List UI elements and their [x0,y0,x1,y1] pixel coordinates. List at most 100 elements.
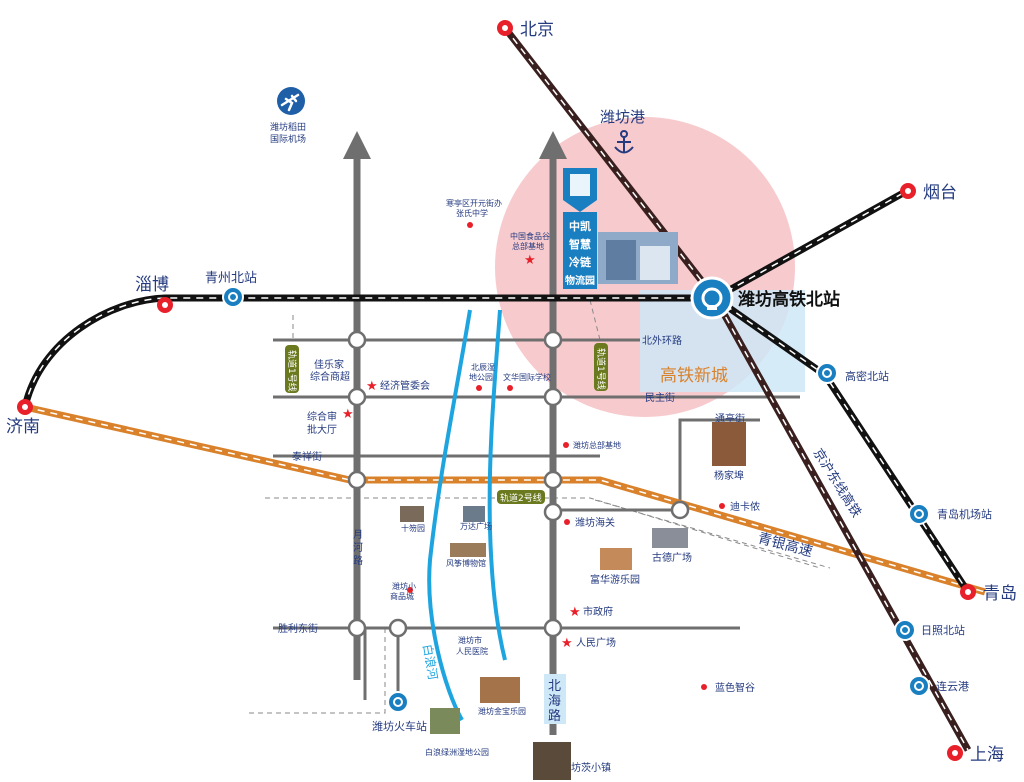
station-label-qingdao-airport: 青岛机场站 [937,507,992,521]
qingyin-expressway [24,403,986,596]
poi-small-commodity-2: 商品城 [390,591,414,601]
svg-text:★: ★ [561,636,573,651]
poi-customs: 潍坊海关 [575,516,615,529]
logistics-label-3: 冷链 [569,255,592,269]
city-dot-shanghai [947,745,963,761]
poi-dikanong: 迪卡侬 [730,500,760,513]
logistics-label-1: 中凯 [569,219,591,233]
landmark-stars: ★ ★ ★ ★ ★ [342,253,581,651]
poi-jialejia-1: 佳乐家 [314,358,344,371]
road-label-shengli: 胜利东街 [278,622,318,635]
road-label-yuehe-3: 路 [353,554,363,567]
poi-beichen-park-2: 地公园 [469,372,493,382]
poi-dots [407,222,725,690]
station-label-qingzhou-north: 青州北站 [205,271,257,286]
station-label-weifang-railway: 潍坊火车站 [372,719,427,733]
yantai-rail [713,188,907,302]
svg-text:★: ★ [366,379,378,394]
logistics-park-marker [563,168,678,289]
anchor-icon [614,130,634,154]
city-label-qingdao: 青岛 [983,584,1017,604]
airport-label-line2: 国际机场 [270,133,306,145]
poi-admin-hall-2: 批大厅 [307,423,337,436]
station-icon-qingdao-airport [908,503,930,525]
city-label-yantai: 烟台 [923,183,957,203]
poi-small-commodity-1: 潍坊小 [392,581,416,591]
metro-line1-right-label: 轨道1号线 [595,348,607,390]
svg-text:★: ★ [524,253,536,268]
city-markers [17,20,976,761]
road-label-beihai-2: 海 [548,694,561,709]
poi-kite-museum: 风筝博物馆 [446,558,486,568]
poi-wanda: 万达广场 [460,521,492,531]
poi-econ-committee: 经济管委会 [380,379,430,392]
road-label-yuehe-1: 月 [353,529,363,541]
city-dot-qingdao [960,584,976,600]
hsr-new-city-label: 高铁新城 [660,366,728,386]
poi-gude-plaza: 古德广场 [652,551,692,564]
poi-food-valley-2: 总部基地 [512,241,544,251]
metro-line2-bg [497,490,545,504]
road-label-beihai-3: 路 [548,708,561,724]
poi-jinbao-park: 潍坊金宝乐园 [478,706,526,716]
poi-beichen-park-1: 北辰湿 [471,363,495,372]
poi-hanting-school-1: 寒亭区开元街办 [446,198,502,208]
airport-label-line1: 潍坊稻田 [270,121,306,133]
station-icon-gaomi-north [816,362,838,384]
poi-fangzi-town: 坊茨小镇 [571,761,611,774]
svg-text:★: ★ [342,407,354,422]
road-label-beihai-1: 北 [548,679,561,694]
metro-line1-right-bg [594,343,608,391]
intersections [347,330,690,638]
road-label-minzhu: 民主街 [645,391,675,404]
poi-admin-hall-1: 综合审 [307,410,337,423]
poi-people-hospital-2: 人民医院 [456,646,488,656]
city-label-shanghai: 上海 [970,745,1004,765]
road-label-tongting: 通亭街 [715,412,745,425]
poi-thumbnails [400,422,746,780]
city-dot-beijing [497,20,513,36]
road-label-beiwaihuan: 北外环路 [642,334,682,347]
airplane-icon [277,87,305,115]
poi-people-hospital-1: 潍坊市 [458,635,482,645]
poi-yangjiabu: 杨家埠 [714,469,744,482]
city-dot-jinan [17,399,33,415]
station-label-weifang-north-hsr: 潍坊高铁北站 [738,289,840,310]
poi-weifang-hq: 潍坊总部基地 [573,440,621,450]
station-icon-weifang-north [690,276,734,320]
station-label-rizhao-north: 日照北站 [921,623,965,637]
metro-line1-left-label: 轨道1号线 [286,350,298,392]
station-icon-rizhao-north [894,619,916,641]
poi-fuhua-park: 富华游乐园 [590,573,640,586]
metro-line1-left-bg [285,345,299,393]
station-icon-lianyungang [908,675,930,697]
poi-people-square: 人民广场 [576,636,616,649]
station-icon-weifang-railway [387,691,409,713]
city-label-beijing: 北京 [520,20,554,40]
poi-hanting-school-2: 张氏中学 [456,208,488,218]
city-dot-yantai [900,183,916,199]
beihai-road-label-bg [544,674,566,724]
station-label-gaomi-north: 高密北站 [845,369,889,383]
poi-shihuayuan: 十笏园 [401,523,425,533]
metro-line2-label: 轨道2号线 [500,492,542,504]
poi-jialejia-2: 综合商超 [310,370,350,383]
road-label-yuehe-2: 河 [353,542,363,554]
poi-wenhua-school: 文华国际学校 [503,372,551,382]
port-label: 潍坊港 [600,108,645,126]
river-label: 白浪河 [420,643,441,681]
bailang-river [427,309,507,721]
city-label-zibo: 淄博 [135,275,169,295]
svg-text:★: ★ [569,605,581,620]
poi-bailang-park: 白浪绿洲湿地公园 [425,747,489,757]
jinan-qingdao-rail [21,294,715,408]
logistics-label-2: 智慧 [569,237,591,251]
station-icon-qingzhou-north [222,286,244,308]
city-label-jinan: 济南 [6,417,40,437]
station-icons [222,276,930,713]
city-dot-zibo [157,297,173,313]
road-label-taixiang: 泰祥街 [292,450,322,463]
poi-blue-valley: 蓝色智谷 [715,681,755,694]
logistics-label-4: 物流园 [565,274,595,287]
